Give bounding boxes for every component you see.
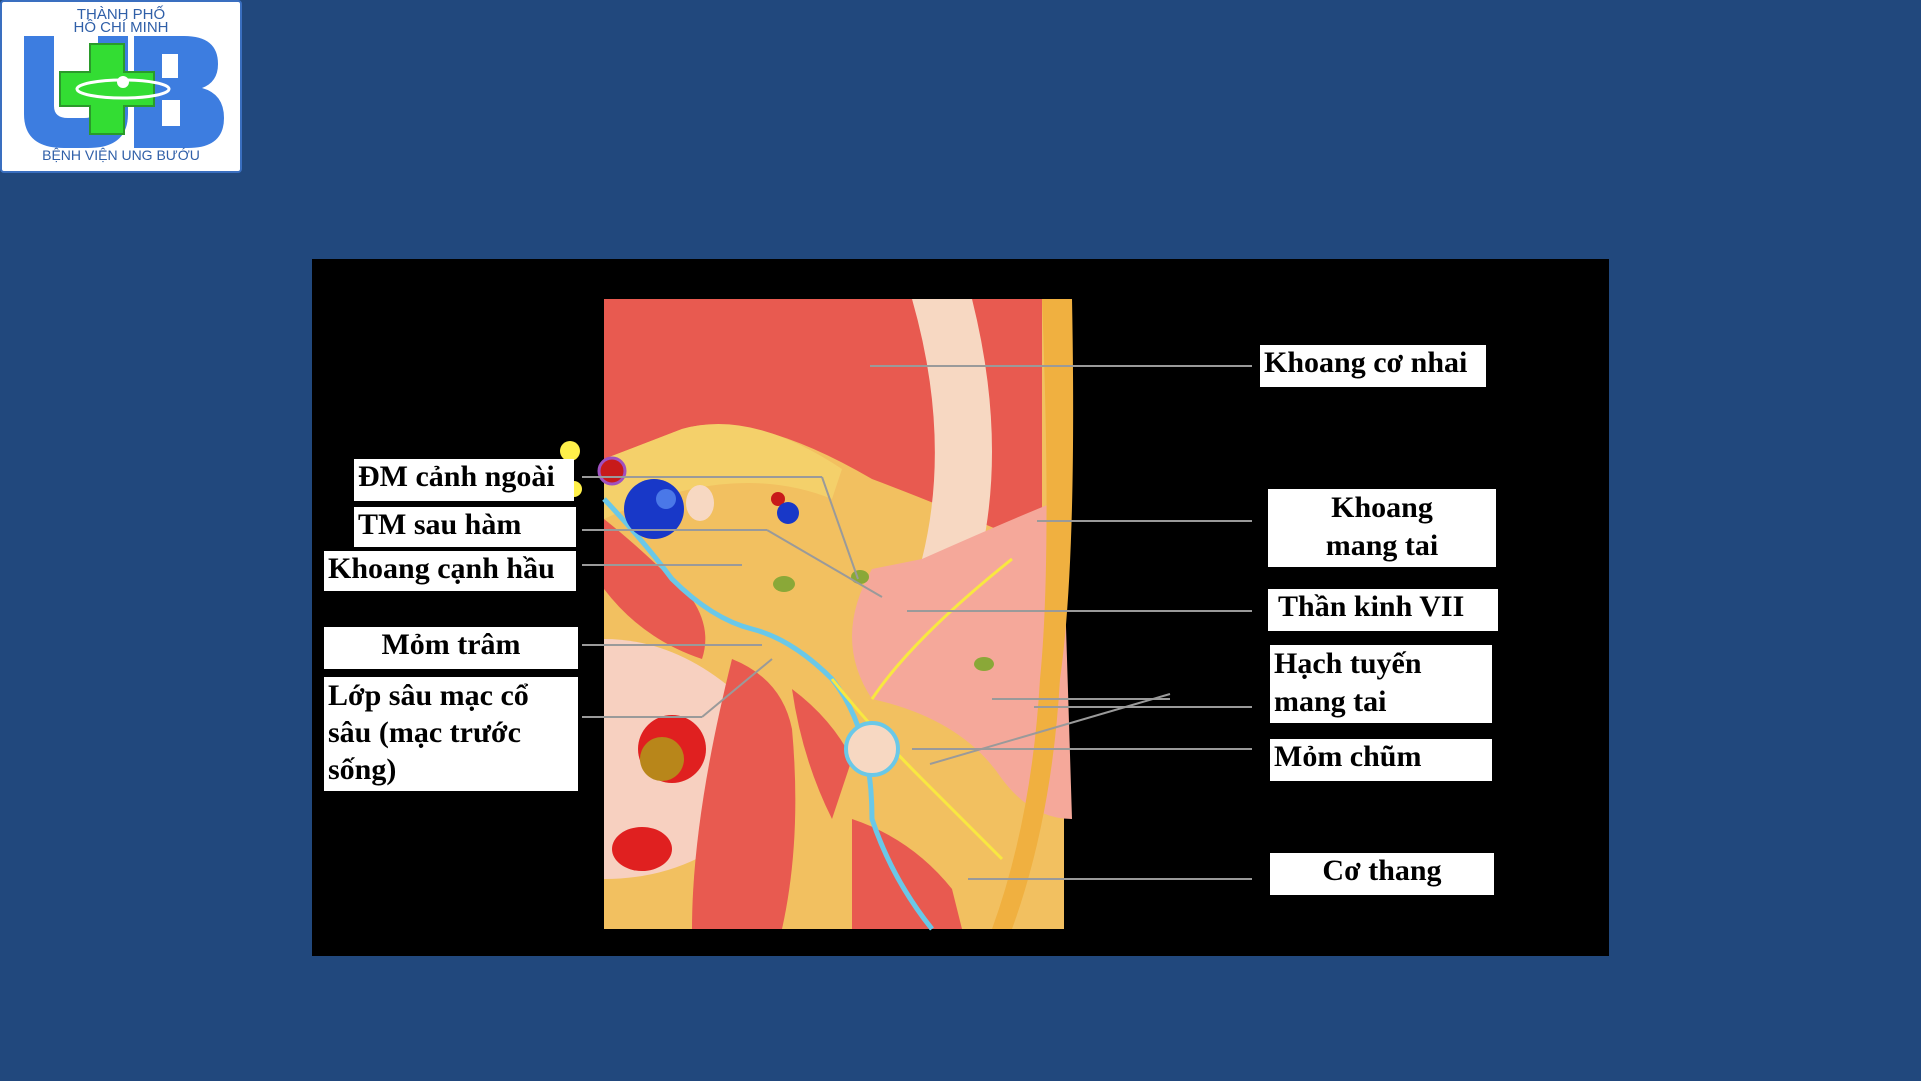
retromandibular-vein-icon: [777, 502, 799, 524]
lymph-node-3: [974, 657, 994, 671]
anatomy-figure: Khoang cơ nhai Khoang mang tai Thần kinh…: [312, 259, 1609, 956]
label-retromandibular-vein: TM sau hàm: [354, 507, 576, 547]
lymph-node-1: [851, 570, 869, 584]
label-trapezius: Cơ thang: [1270, 853, 1494, 895]
label-styloid-process: Mỏm trâm: [324, 627, 578, 669]
logo-bottom-text: BỆNH VIỆN UNG BƯỚU: [2, 147, 240, 163]
hospital-logo: THÀNH PHỐ HỒ CHÍ MINH BỆNH VIỆN UNG BƯỚU: [0, 0, 242, 173]
label-parotid-nodes: Hạch tuyến mang tai: [1270, 645, 1492, 723]
label-deep-cervical-fascia: Lớp sâu mạc cổ sâu (mạc trước sống): [324, 677, 578, 791]
label-masticator-space: Khoang cơ nhai: [1260, 345, 1486, 387]
label-mastoid: Mỏm chũm: [1270, 739, 1492, 781]
carotid-artery: [599, 458, 625, 484]
label-parapharyngeal-space: Khoang cạnh hầu: [324, 551, 576, 591]
label-external-carotid: ĐM cảnh ngoài: [354, 459, 574, 501]
mastoid-process: [846, 723, 898, 775]
label-facial-nerve: Thần kinh VII: [1268, 589, 1498, 631]
label-parotid-space: Khoang mang tai: [1268, 489, 1496, 567]
lymph-node-2: [773, 576, 795, 592]
